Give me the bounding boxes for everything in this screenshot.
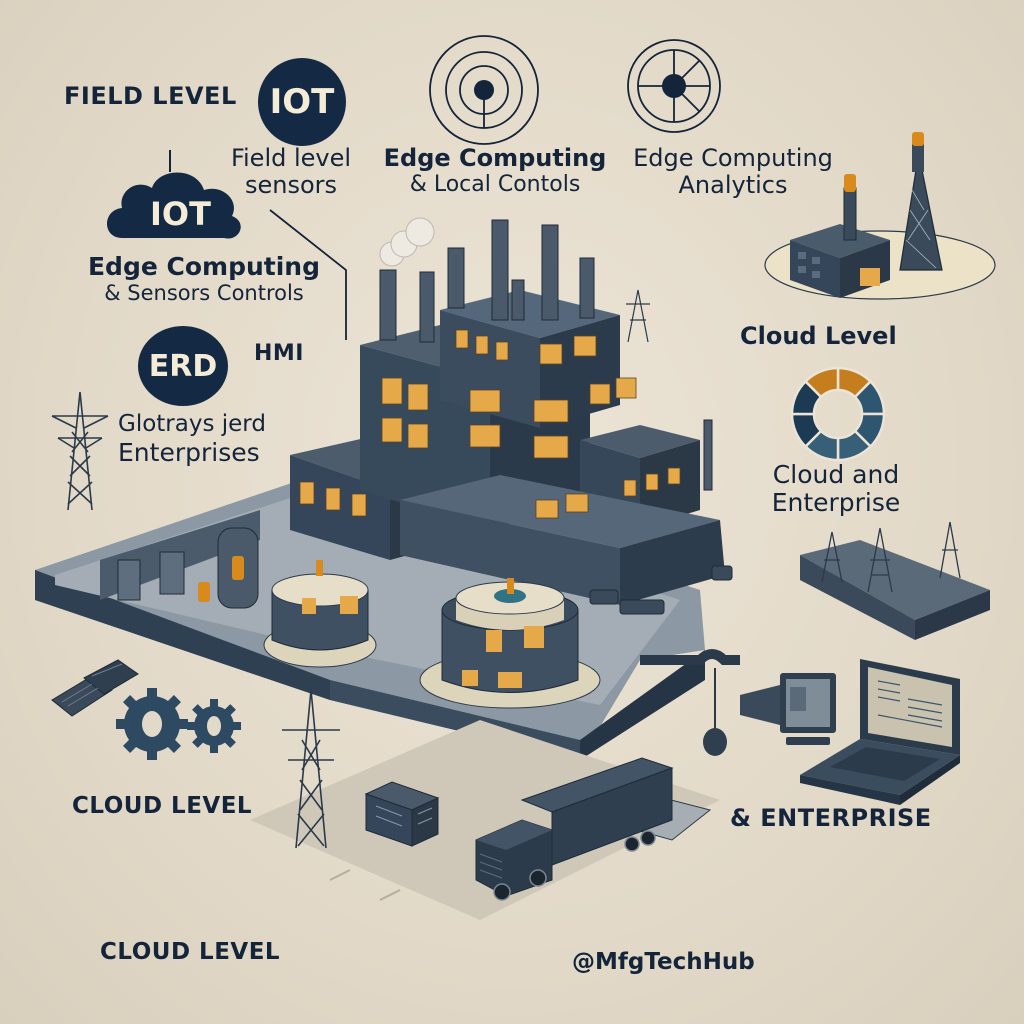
cloud-level-bottom-label: CLOUD LEVEL <box>100 939 281 965</box>
monitor-icon <box>740 673 836 745</box>
cloud-level-factory-icon <box>764 132 996 300</box>
cloud-enterprise-line1: Cloud and <box>772 460 900 489</box>
edge-sensors-line1: Edge Computing <box>87 252 320 281</box>
factory-windows <box>299 329 681 519</box>
field-level-title: FIELD LEVEL <box>64 82 237 110</box>
edge-local-controls-label: Edge Computing & Local Contols <box>380 144 610 198</box>
power-pylon-icon <box>51 391 109 511</box>
connector-line <box>269 209 347 340</box>
edge-analytics-line1: Edge Computing <box>633 144 833 172</box>
edge-sensors-line2: & Sensors Controls <box>104 281 304 306</box>
erd-badge-text: ERD <box>148 348 218 384</box>
edge-analytics-wheel-icon <box>627 39 721 133</box>
pylon-platform <box>800 521 990 640</box>
smokestacks <box>379 219 713 491</box>
enterprises-label: Glotrays jerd Enterprises <box>118 412 266 466</box>
field-sensors-line2: sensors <box>244 171 338 200</box>
laptop-icon <box>800 659 960 805</box>
smoke <box>379 217 435 267</box>
iot-circle-badge: IOT <box>258 58 346 146</box>
enterprises-line1: Glotrays jerd <box>118 411 266 437</box>
power-pylon-icon-bottom <box>282 689 340 849</box>
truck-icon <box>475 757 712 901</box>
field-level-sensors-label: Field level sensors <box>226 144 356 200</box>
circuit-boards-icon <box>51 659 139 717</box>
erd-circle-badge: ERD <box>138 326 228 406</box>
cloud-level-right-label: Cloud Level <box>740 322 897 350</box>
cloud-enterprise-label: Cloud and Enterprise <box>756 460 916 518</box>
field-sensors-line1: Field level <box>230 144 352 172</box>
container-icon <box>364 781 440 847</box>
handle-label: @MfgTechHub <box>572 949 755 975</box>
cloud-level-mid-left-label: CLOUD LEVEL <box>72 793 253 819</box>
enterprises-line2: Enterprises <box>118 438 260 468</box>
hmi-label: HMI <box>254 341 304 366</box>
edge-local-line2: & Local Contols <box>409 172 581 198</box>
cloud-enterprise-line2: Enterprise <box>771 488 901 518</box>
edge-radar-icon <box>429 35 539 145</box>
iot-badge-text: IOT <box>269 82 335 122</box>
edge-sensors-controls-label: Edge Computing & Sensors Controls <box>74 252 334 306</box>
iot-cloud-badge <box>107 150 241 239</box>
edge-analytics-line2: Analytics <box>678 171 788 200</box>
and-enterprise-label: & ENTERPRISE <box>730 804 932 832</box>
edge-analytics-label: Edge Computing Analytics <box>614 144 852 200</box>
storage-tanks <box>263 560 601 709</box>
iot-cloud-badge-text: IOT <box>150 195 211 233</box>
edge-local-line1: Edge Computing <box>383 144 607 172</box>
segmented-ring-icon <box>790 366 886 462</box>
gears-icon <box>116 688 241 760</box>
